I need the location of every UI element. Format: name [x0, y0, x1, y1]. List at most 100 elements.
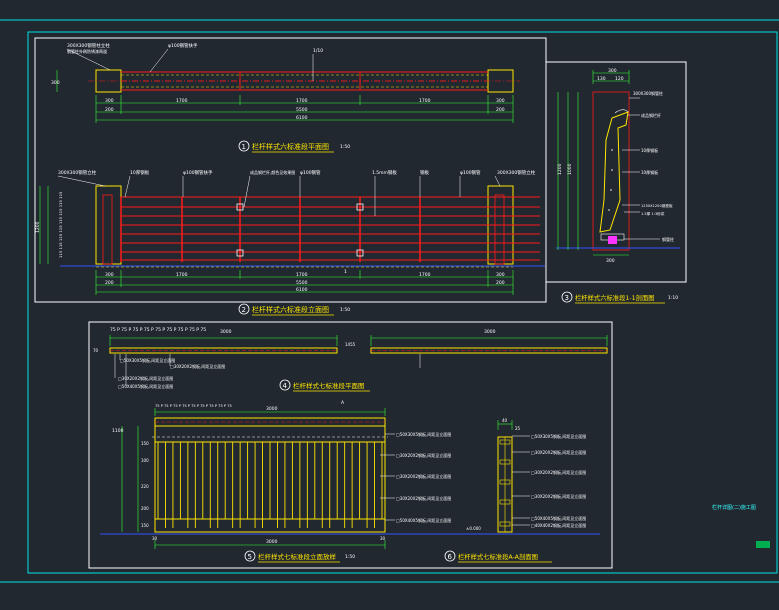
svg-text:220: 220	[141, 484, 149, 489]
svg-text:3000: 3000	[266, 539, 278, 545]
svg-text:2: 2	[242, 306, 246, 314]
svg-text:□30X20X2钢板,间距见立面图: □30X20X2钢板,间距见立面图	[396, 473, 451, 479]
svg-text:3: 3	[565, 294, 569, 302]
svg-text:□30X20X2钢板,间距见立面图: □30X20X2钢板,间距见立面图	[118, 375, 173, 381]
svg-text:成品钢栏杆,颜色见效果图: 成品钢栏杆,颜色见效果图	[250, 169, 295, 175]
svg-text:φ100钢管扶手: φ100钢管扶手	[183, 169, 213, 176]
svg-text:1000: 1000	[567, 163, 573, 175]
drawing-1-plan: 300X300钢管柱立柱 钢管柱外刷防锈漆两道 φ100钢管扶手 1/10 30…	[51, 42, 520, 123]
svg-text:1100: 1100	[112, 428, 124, 434]
drawing-5-title: 5 栏杆样式七标准段立面放样 1:50	[244, 550, 355, 563]
svg-text:φ100钢管: φ100钢管	[300, 169, 321, 176]
svg-text:钢板: 钢板	[420, 169, 429, 176]
svg-text:300: 300	[606, 258, 615, 264]
svg-text:30: 30	[380, 536, 386, 541]
svg-text:1: 1	[242, 143, 246, 151]
svg-text:1/10: 1/10	[313, 48, 323, 54]
svg-text:120: 120	[615, 76, 624, 82]
drawing-2-title: 2 栏杆样式六标准段立面图 1:50	[238, 303, 350, 316]
svg-text:1:50: 1:50	[340, 307, 350, 313]
svg-text:□30X20X2钢板,间距见立面图: □30X20X2钢板,间距见立面图	[531, 493, 586, 499]
svg-text:□30X20X2钢板,间距见立面图: □30X20X2钢板,间距见立面图	[531, 469, 586, 475]
svg-text:栏杆样式七标准段平面图: 栏杆样式七标准段平面图	[293, 381, 365, 390]
svg-text:□50X40X5钢板,间距见立面图: □50X40X5钢板,间距见立面图	[118, 383, 173, 389]
svg-text:300: 300	[51, 80, 60, 86]
elevation-2-notes: 300X300钢管立柱 10厚钢板 φ100钢管扶手 成品钢栏杆,颜色见效果图 …	[58, 169, 536, 176]
svg-text:φ100钢管扶手: φ100钢管扶手	[168, 42, 198, 49]
svg-text:成品钢栏杆: 成品钢栏杆	[641, 112, 661, 118]
svg-text:钢管柱: 钢管柱	[662, 236, 674, 242]
drawing-6-section: 40 25 ±0.000 □50X30X5钢板,间距见立面图 □30X20X2钢…	[466, 418, 586, 533]
svg-text:4: 4	[283, 382, 288, 390]
svg-text:5500: 5500	[296, 107, 308, 113]
drawing-5-elevation: 3000 75 P 75 P 75 P 75 P 75 P 75 P 75 P …	[100, 400, 600, 549]
drawing-1-title: 1 栏杆样式六标准段平面图 1:50	[238, 140, 350, 153]
drawing-4-title: 4 栏杆样式七标准段平面图	[279, 379, 370, 392]
elevation-5-pickets	[157, 442, 383, 528]
drawing-2-elevation: 300X300钢管立柱 10厚钢板 φ100钢管扶手 成品钢栏杆,颜色见效果图 …	[35, 169, 545, 295]
svg-text:6: 6	[448, 553, 453, 561]
svg-text:□50X30X5钢板,间距见立面图: □50X30X5钢板,间距见立面图	[120, 357, 175, 363]
svg-text:70: 70	[93, 348, 99, 353]
svg-text:130: 130	[597, 76, 606, 82]
drawing-3-title: 3 栏杆样式六标准段1-1剖面图 1:10	[561, 291, 678, 304]
svg-text:钢管柱外刷防锈漆两道: 钢管柱外刷防锈漆两道	[67, 48, 107, 54]
svg-text:1:50: 1:50	[340, 144, 350, 150]
svg-text:25: 25	[515, 426, 521, 431]
svg-text:1:50: 1:50	[345, 554, 355, 560]
svg-text:□50X40X5钢板,间距见立面图: □50X40X5钢板,间距见立面图	[531, 515, 586, 521]
svg-text:1700: 1700	[296, 98, 308, 104]
svg-text:5: 5	[248, 553, 252, 561]
svg-text:栏杆样式六标准段立面图: 栏杆样式六标准段立面图	[252, 305, 329, 314]
svg-text:±0.000: ±0.000	[466, 526, 481, 531]
svg-text:1700: 1700	[176, 98, 188, 104]
svg-text:300: 300	[496, 98, 505, 104]
svg-text:A: A	[341, 400, 345, 406]
svg-text:300X300钢管柱: 300X300钢管柱	[633, 90, 663, 96]
svg-text:栏杆样式六标准段1-1剖面图: 栏杆样式六标准段1-1剖面图	[575, 293, 655, 302]
svg-text:1455: 1455	[345, 342, 356, 347]
elevation-2-rails	[121, 196, 540, 261]
svg-text:75 P 75 P 75 P 75 P 75 P 75 P: 75 P 75 P 75 P 75 P 75 P 75 P 75 P 75 P …	[110, 327, 206, 333]
svg-text:115 115 115 115 115 115 115 11: 115 115 115 115 115 115 115 115	[58, 191, 63, 258]
svg-text:200: 200	[141, 506, 149, 511]
svg-text:φ100钢管: φ100钢管	[460, 169, 481, 176]
svg-text:10厚钢板: 10厚钢板	[641, 147, 658, 153]
svg-text:40: 40	[502, 418, 508, 423]
svg-text:200: 200	[496, 107, 505, 113]
svg-text:3000: 3000	[266, 406, 278, 412]
svg-text:300X300钢管柱立柱: 300X300钢管柱立柱	[67, 42, 110, 49]
svg-text:75 P 75 P 75 P 75 P 75 P 75 P: 75 P 75 P 75 P 75 P 75 P 75 P 75 P 75 P …	[155, 404, 232, 408]
svg-text:1200: 1200	[557, 163, 563, 175]
svg-text:30: 30	[152, 536, 158, 541]
svg-text:10厚钢板: 10厚钢板	[130, 169, 150, 176]
svg-text:□30X20X2钢板,间距见立面图: □30X20X2钢板,间距见立面图	[396, 452, 451, 458]
svg-text:1.5mm钢板: 1.5mm钢板	[372, 169, 397, 176]
svg-text:3000: 3000	[484, 329, 496, 335]
svg-text:150: 150	[141, 441, 149, 446]
drawing-6-title: 6 栏杆样式七标准段A-A剖面图	[444, 550, 552, 563]
svg-text:200: 200	[105, 280, 114, 286]
svg-text:1.5厚 1:3砂浆: 1.5厚 1:3砂浆	[641, 211, 665, 216]
svg-text:300X300钢管立柱: 300X300钢管立柱	[58, 169, 97, 176]
svg-text:300: 300	[608, 68, 617, 74]
svg-text:1700: 1700	[176, 272, 188, 278]
svg-text:300: 300	[496, 272, 505, 278]
drawing-3-section: 300 130 120 1200 1000 300 300X300钢管柱 成品钢…	[556, 68, 680, 264]
panel-drawing-4-5-6	[88, 321, 613, 569]
svg-text:1700: 1700	[296, 272, 308, 278]
svg-text:1: 1	[344, 269, 347, 275]
svg-text:1250X1250钢垫板: 1250X1250钢垫板	[641, 203, 673, 208]
svg-text:3000: 3000	[220, 329, 232, 335]
svg-text:□30X20X2钢板,间距见立面图: □30X20X2钢板,间距见立面图	[170, 363, 225, 369]
svg-text:□40X40X2钢板,间距见立面图: □40X40X2钢板,间距见立面图	[531, 522, 586, 528]
svg-text:栏杆样式六标准段平面图: 栏杆样式六标准段平面图	[252, 142, 329, 151]
svg-text:□50X30X5钢板,间距见立面图: □50X30X5钢板,间距见立面图	[531, 433, 586, 439]
panel-drawing-3	[545, 61, 687, 283]
svg-text:□30X20X2钢板,间距见立面图: □30X20X2钢板,间距见立面图	[531, 449, 586, 455]
svg-text:100: 100	[141, 458, 149, 463]
svg-text:10厚钢板: 10厚钢板	[641, 169, 658, 175]
svg-text:1:10: 1:10	[668, 295, 678, 301]
sheet-frame	[0, 19, 779, 583]
